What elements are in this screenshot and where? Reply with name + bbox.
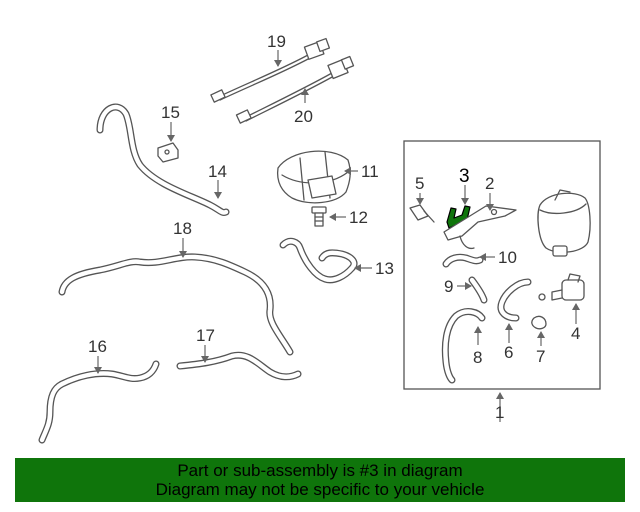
banner-line-disclaimer: Diagram may not be specific to your vehi… [155, 480, 485, 499]
callout-4: 4 [571, 324, 580, 343]
part-17-tube [176, 351, 302, 381]
callout-7: 7 [536, 347, 545, 366]
part-14-tube [96, 103, 230, 216]
callout-5: 5 [415, 174, 424, 193]
leader-lines [94, 50, 580, 422]
callout-16: 16 [88, 337, 107, 356]
callout-8: 8 [473, 348, 482, 367]
part-1-assembly-box [403, 140, 601, 390]
part-18-tube [58, 253, 294, 356]
callout-10: 10 [498, 248, 517, 267]
callout-14: 14 [208, 162, 227, 181]
part-12-bolt [311, 206, 327, 227]
callout-1: 1 [495, 403, 504, 422]
part-20-oxygen-sensor [235, 55, 355, 124]
callout-9: 9 [444, 277, 453, 296]
callout-18: 18 [173, 219, 192, 238]
part-4-solenoid-valve [538, 273, 585, 301]
banner-line-part: Part or sub-assembly is #3 in diagram [177, 461, 463, 480]
part-10-hose [442, 253, 484, 268]
vacuum-canister [537, 189, 591, 257]
callout-19: 19 [267, 32, 286, 51]
part-16-tube [38, 360, 160, 444]
part-7-clip [531, 315, 547, 330]
part-6-hose [497, 278, 532, 322]
part-11-heat-shield [276, 150, 351, 204]
callout-12: 12 [349, 208, 368, 227]
callout-2: 2 [485, 174, 494, 193]
part-5-bolt [409, 204, 435, 223]
callout-6: 6 [504, 343, 513, 362]
parts-diagram: 19 20 15 14 11 12 13 18 16 17 1 5 3 2 10… [38, 32, 601, 444]
callout-3: 3 [459, 166, 470, 187]
part-13-tube [279, 237, 358, 284]
callout-20: 20 [294, 107, 313, 126]
callout-11: 11 [361, 162, 379, 181]
part-9-hose [468, 276, 488, 304]
callout-15: 15 [161, 103, 180, 122]
callout-17: 17 [196, 326, 215, 345]
notice-banner: Part or sub-assembly is #3 in diagram Di… [15, 458, 625, 502]
part-19-oxygen-sensor [210, 37, 331, 103]
callout-13: 13 [375, 259, 394, 278]
part-15-bracket [157, 142, 179, 163]
part-8-hose [441, 308, 486, 384]
